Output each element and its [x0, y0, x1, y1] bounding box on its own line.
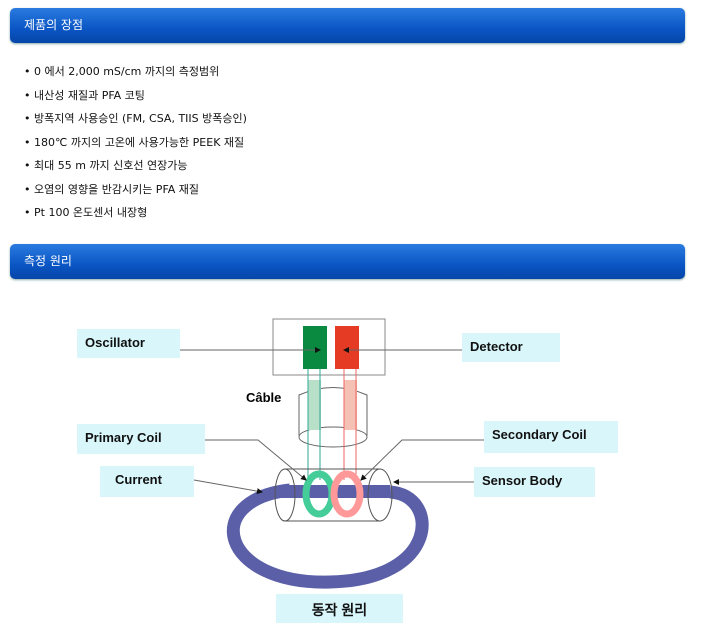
current-loop [226, 483, 429, 589]
primary-coil-label: Primary Coil [77, 424, 205, 454]
secondary-coil [330, 470, 364, 518]
current-label: Current [100, 466, 194, 497]
list-item: 오염의 영향을 반감시키는 PFA 재질 [24, 180, 247, 204]
list-item: 최대 55 m 까지 신호선 연장가능 [24, 156, 247, 180]
detector-label: Detector [462, 333, 560, 362]
cable-label: Câble [246, 390, 282, 405]
diagram-caption: 동작 원리 [276, 594, 403, 623]
section-header-principle: 측정 원리 [10, 244, 685, 279]
section-header-advantages: 제품의 장점 [10, 8, 685, 43]
advantages-list: 0 에서 2,000 mS/cm 까지의 측정범위 내산성 재질과 PFA 코팅… [24, 62, 247, 227]
sensor-body-label: Sensor Body [474, 467, 595, 497]
list-item: 방폭지역 사용승인 (FM, CSA, TIIS 방폭승인) [24, 109, 247, 133]
list-item: 180℃ 까지의 고온에 사용가능한 PEEK 재질 [24, 133, 247, 157]
list-item: 내산성 재질과 PFA 코팅 [24, 86, 247, 110]
detector-block [335, 326, 359, 369]
list-item: 0 에서 2,000 mS/cm 까지의 측정범위 [24, 62, 247, 86]
oscillator-block [303, 326, 327, 369]
list-item: Pt 100 온도센서 내장형 [24, 203, 247, 227]
oscillator-label: Oscillator [77, 329, 180, 358]
instrument-box [272, 318, 386, 376]
secondary-coil-label: Secondary Coil [484, 421, 618, 453]
